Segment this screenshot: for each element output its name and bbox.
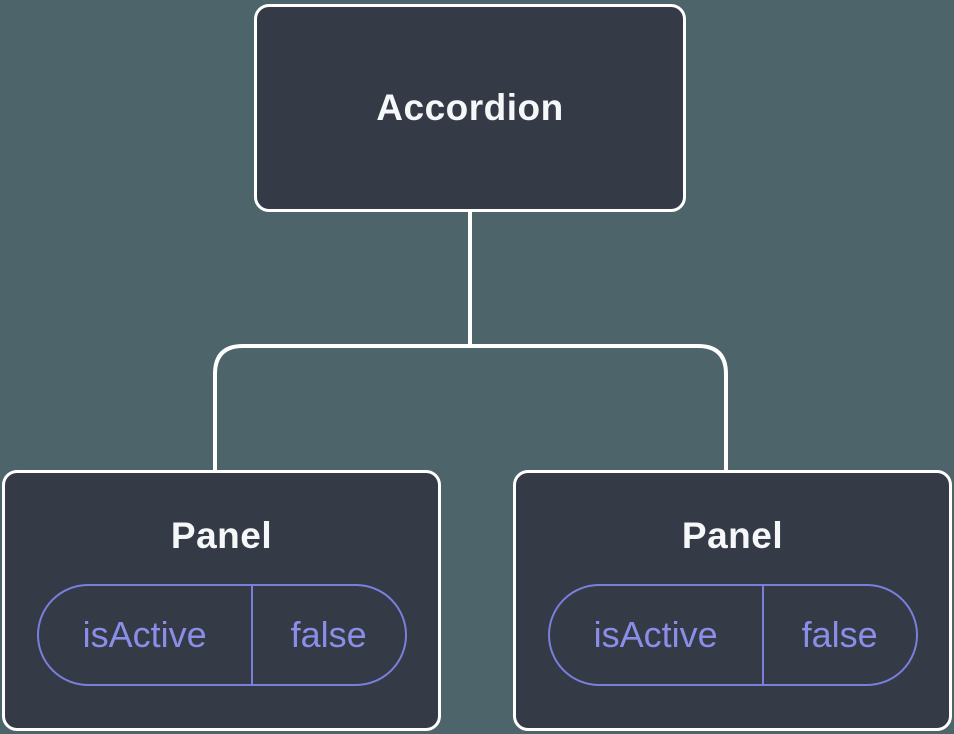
- node-panel-right-label: Panel: [681, 515, 784, 556]
- node-accordion: Accordion: [254, 4, 686, 212]
- state-value: false: [761, 586, 916, 684]
- node-accordion-label: Accordion: [376, 87, 564, 128]
- node-panel-right: Panel isActive false: [513, 470, 952, 731]
- node-panel-left: Panel isActive false: [2, 470, 441, 731]
- node-panel-left-label: Panel: [170, 515, 273, 556]
- state-value: false: [250, 586, 405, 684]
- state-key: isActive: [593, 614, 718, 655]
- state-key: isActive: [82, 614, 207, 655]
- state-pill: isActive false: [547, 584, 918, 686]
- branch-line: [213, 344, 728, 472]
- state-pill: isActive false: [36, 584, 407, 686]
